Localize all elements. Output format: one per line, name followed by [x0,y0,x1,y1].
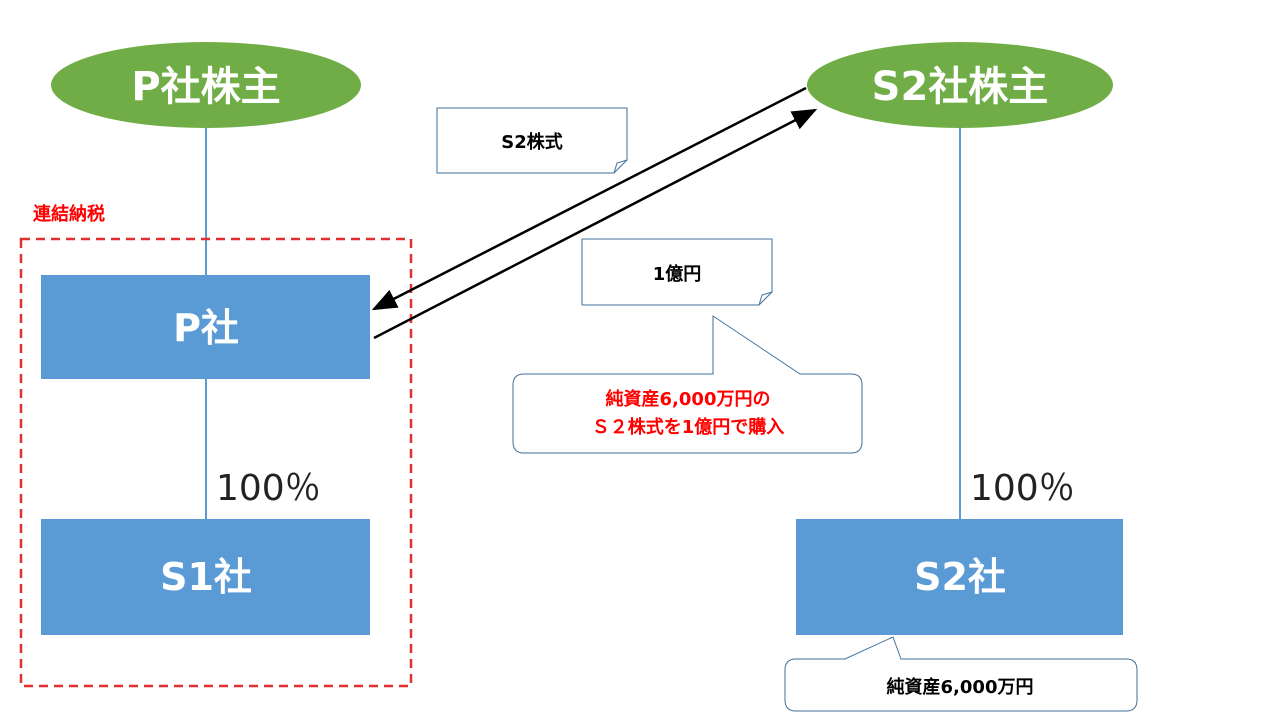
note-s2-shares-text: S2株式 [501,131,563,153]
p-shareholders-node [51,42,361,128]
note-s2-shares-fold [613,159,628,174]
s1-company-node [41,519,370,635]
callout-purchase-line2: Ｓ２株式を1億円で購入 [592,416,785,438]
p-shareholders-label: P社株主 [131,64,280,110]
s1-company-label: S1社 [160,555,252,599]
ownership-p-s1: 100％ [216,468,321,509]
note-s2-shares [436,107,628,174]
s2-shareholders-node [807,42,1113,128]
callout-purchase [512,315,863,454]
note-price-fold [758,291,773,306]
callout-purchase-line1: 純資産6,000万円の [606,388,771,410]
group-label: 連結納税 [33,203,105,225]
callout-s2-net-assets-text: 純資産6,000万円 [887,676,1034,698]
consolidated-tax-group [19,237,413,688]
s2-company-node [796,519,1123,635]
s2-shareholders-label: S2社株主 [872,64,1049,110]
callout-s2-net-assets [784,636,1138,712]
note-price-text: 1億円 [653,263,702,285]
ownership-s2holder-s2: 100％ [970,468,1075,509]
note-price [581,238,773,306]
arrow-cash-to-s2holders [373,108,818,340]
s2-company-label: S2社 [914,555,1006,599]
arrow-shares-to-p [371,86,807,311]
p-company-node [41,275,370,379]
p-company-label: P社 [173,306,239,350]
